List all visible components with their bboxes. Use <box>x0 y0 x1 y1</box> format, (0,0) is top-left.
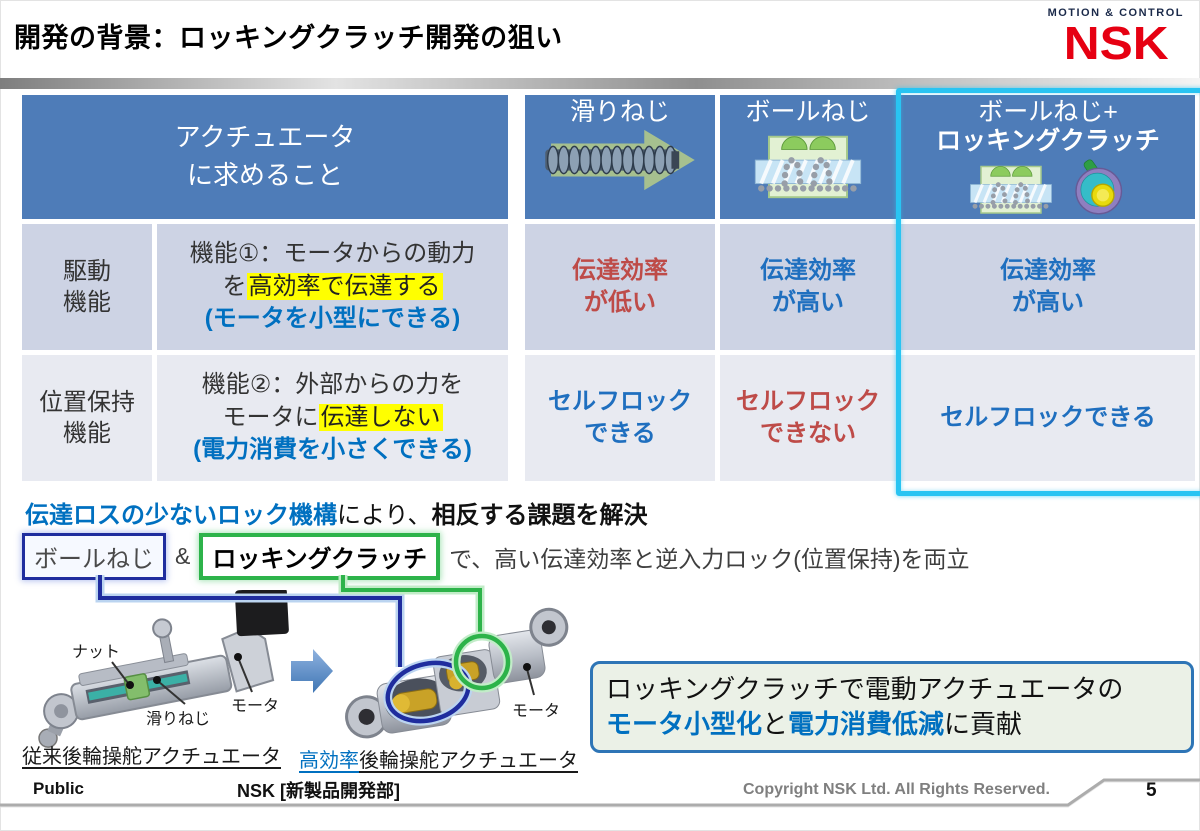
pointer-dot <box>523 663 531 671</box>
drive-line2: を高効率で伝達する <box>222 272 443 300</box>
yellow-highlight: 高効率で伝達する <box>246 272 443 300</box>
logo-tagline: MOTION & CONTROL <box>1047 7 1184 19</box>
page-number: 5 <box>1146 780 1157 801</box>
page-title: 開発の背景：ロッキングクラッチ開発の狙い <box>14 23 563 53</box>
summary-line2: ボールねじ & ロッキングクラッチ で、高い伝達効率と逆入力ロック(位置保持)を… <box>22 533 970 580</box>
caption-highlight: 高効率 <box>299 750 359 772</box>
row-label-position-hold: 位置保持 機能 <box>22 355 152 481</box>
hold-line1: 機能②：外部からの力を <box>201 371 464 399</box>
conventional-actuator-image <box>38 590 289 748</box>
caption-conventional: 従来後輪操舵アクチュエータ <box>22 746 281 768</box>
combo-title-line2: ロッキングクラッチ <box>936 126 1160 155</box>
pointer-line <box>526 668 535 696</box>
requirements-header-cell: アクチュエータ に求めること <box>22 95 508 219</box>
hold-benefit: (電力消費を小さくできる) <box>193 436 472 464</box>
row-content-drive: 機能①：モータからの動力 を高効率で伝達する (モータを小型にできる) <box>157 224 508 350</box>
clutch-circle <box>453 633 511 691</box>
motor-label-left: モータ <box>231 698 280 715</box>
callout-line2: モータ小型化と電力消費低減に貢献 <box>606 709 1023 740</box>
comparison-table: 滑りねじ ボールねじ ボールねじ+ ロッキングクラッチ 伝達効率 が低い 伝達効… <box>525 95 1195 481</box>
cell-ball-screw-selflock: セルフロック できない <box>720 355 896 481</box>
lead-screw-icon <box>536 127 704 193</box>
benefit-callout: ロッキングクラッチで電動アクチュエータの モータ小型化と電力消費低減に貢献 <box>590 661 1194 754</box>
cell-lead-screw-efficiency: 伝達効率 が低い <box>525 224 715 350</box>
drive-benefit: (モータを小型にできる) <box>204 305 461 333</box>
combo-title-line1: ボールねじ+ <box>978 98 1118 126</box>
ball-screw-icon <box>965 159 1057 219</box>
cell-combo-efficiency: 伝達効率 が高い <box>901 224 1195 350</box>
drive-line1: 機能①：モータからの動力 <box>189 240 476 268</box>
requirements-table: アクチュエータ に求めること 駆動 機能 機能①：モータからの動力 を高効率で伝… <box>22 95 508 481</box>
pointer-lines <box>111 659 253 705</box>
right-arrow-icon <box>291 649 333 693</box>
footer-divider <box>0 778 1200 808</box>
lead-screw-title: 滑りねじ <box>569 98 670 126</box>
slide-screw-label: 滑りねじ <box>146 711 211 728</box>
column-header-lead-screw: 滑りねじ <box>525 95 715 219</box>
clutch-connector <box>341 575 482 638</box>
nsk-logo: MOTION & CONTROL NSK <box>1047 7 1184 67</box>
summary-emphasis: 伝達ロスの少ないロック機構 <box>25 502 337 529</box>
ampersand: & <box>175 543 191 569</box>
hold-line2: モータに伝達しない <box>222 403 443 431</box>
column-header-ball-screw-clutch: ボールねじ+ ロッキングクラッチ <box>901 95 1195 219</box>
row-content-position-hold: 機能②：外部からの力を モータに伝達しない (電力消費を小さくできる) <box>157 355 508 481</box>
pointer-dots <box>126 653 242 689</box>
yellow-highlight: 伝達しない <box>318 403 443 431</box>
copyright-text: Copyright NSK Ltd. All Rights Reserved. <box>743 781 1050 798</box>
logo-brand-text: NSK <box>1063 17 1169 69</box>
department-label: NSK [新製品開発部] <box>237 781 400 801</box>
nut-label: ナット <box>72 644 121 661</box>
ball-screw-icon <box>749 127 867 205</box>
ball-screw-connector <box>98 575 402 667</box>
row-label-drive: 駆動 機能 <box>22 224 152 350</box>
caption-high-efficiency: 高効率後輪操舵アクチュエータ <box>299 750 578 772</box>
summary-line1: 伝達ロスの少ないロック機構により、相反する課題を解決 <box>25 502 648 529</box>
locking-clutch-tag: ロッキングクラッチ <box>199 533 441 580</box>
motor-label-right: モータ <box>512 703 561 720</box>
summary-bold: 相反する課題を解決 <box>431 502 648 529</box>
ball-screw-title: ボールねじ <box>745 98 871 126</box>
callout-emphasis2: 電力消費低減 <box>788 709 945 740</box>
combo-icons <box>965 158 1131 220</box>
clutch-connector-glow <box>338 575 485 638</box>
callout-line1: ロッキングクラッチで電動アクチュエータの <box>606 674 1124 704</box>
title-divider-bar <box>0 78 1200 89</box>
summary-line2-rest: で、高い伝達効率と逆入力ロック(位置保持)を両立 <box>449 545 970 572</box>
cell-ball-screw-efficiency: 伝達効率 が高い <box>720 224 896 350</box>
cell-combo-selflock: セルフロックできる <box>901 355 1195 481</box>
annotation-overlay <box>95 575 513 726</box>
cell-lead-screw-selflock: セルフロック できる <box>525 355 715 481</box>
ball-screw-tag: ボールねじ <box>22 533 166 580</box>
locking-clutch-icon <box>1061 158 1131 220</box>
callout-emphasis1: モータ小型化 <box>606 709 763 740</box>
column-header-ball-screw: ボールねじ <box>720 95 896 219</box>
classification-label: Public <box>33 779 85 798</box>
